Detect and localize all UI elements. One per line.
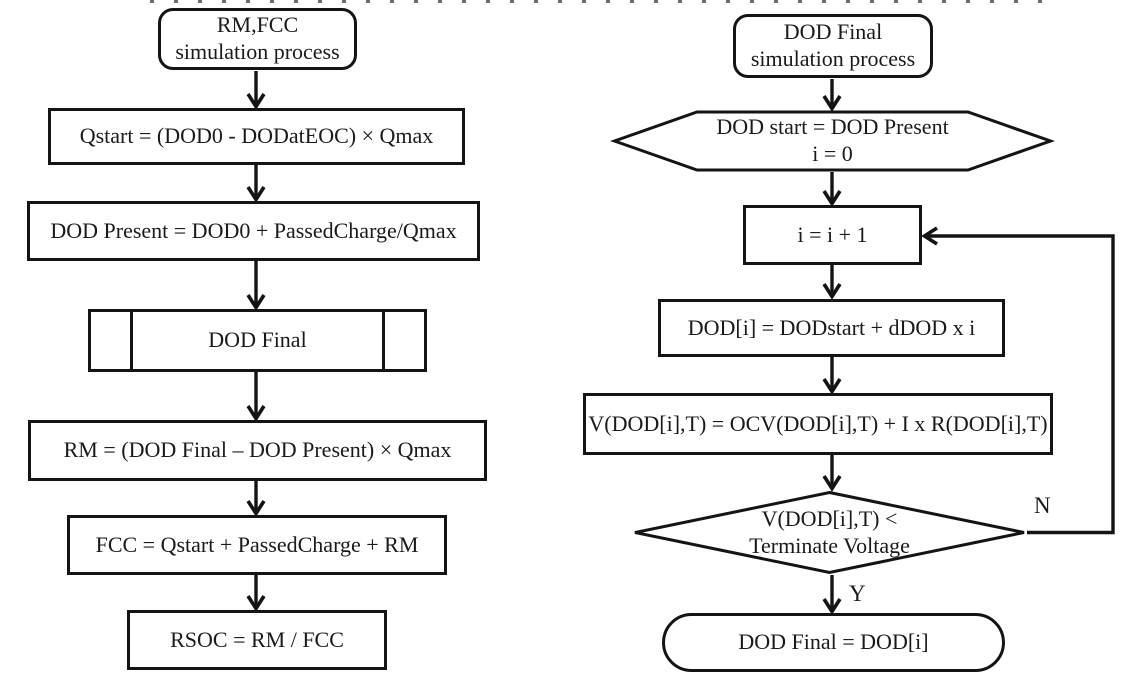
process-fcc-text: FCC = Qstart + PassedCharge + RM bbox=[95, 531, 419, 557]
terminator-rmfcc-line1: RM,FCC bbox=[216, 12, 299, 38]
predefined-dod-final-text: DOD Final bbox=[208, 327, 307, 353]
process-increment-text: i = i + 1 bbox=[797, 221, 868, 247]
hexagon-shape bbox=[609, 110, 1056, 172]
process-voltage-text: V(DOD[i],T) = OCV(DOD[i],T) + I x R(DOD[… bbox=[588, 410, 1048, 436]
preparation-init: DOD start = DOD Present i = 0 bbox=[609, 110, 1056, 172]
process-dod-step: DOD[i] = DODstart + dDOD x i bbox=[658, 299, 1005, 357]
process-qstart-text: Qstart = (DOD0 - DODatEOC) × Qmax bbox=[79, 123, 434, 149]
process-voltage: V(DOD[i],T) = OCV(DOD[i],T) + I x R(DOD[… bbox=[583, 393, 1053, 455]
process-rm: RM = (DOD Final – DOD Present) × Qmax bbox=[28, 420, 487, 481]
clipped-text-remnant bbox=[150, 0, 1055, 3]
process-dod-step-text: DOD[i] = DODstart + dDOD x i bbox=[687, 314, 976, 340]
process-fcc: FCC = Qstart + PassedCharge + RM bbox=[67, 515, 447, 575]
predefined-process-dod-final: DOD Final bbox=[88, 309, 427, 372]
diamond-shape bbox=[634, 490, 1025, 575]
process-dod-present: DOD Present = DOD0 + PassedCharge/Qmax bbox=[27, 201, 480, 261]
process-rsoc: RSOC = RM / FCC bbox=[127, 610, 387, 670]
process-qstart: Qstart = (DOD0 - DODatEOC) × Qmax bbox=[48, 108, 465, 165]
process-rsoc-text: RSOC = RM / FCC bbox=[170, 626, 344, 652]
terminator-rmfcc-line2: simulation process bbox=[175, 39, 340, 64]
decision-terminate-voltage: V(DOD[i],T) < Terminate Voltage bbox=[632, 490, 1027, 575]
terminator-result-text: DOD Final = DOD[i] bbox=[738, 629, 929, 655]
terminator-dod-final-line1: DOD Final bbox=[783, 19, 883, 45]
decision-line2: Terminate Voltage bbox=[749, 532, 910, 558]
branch-label-yes: Y bbox=[849, 581, 866, 606]
process-rm-text: RM = (DOD Final – DOD Present) × Qmax bbox=[63, 437, 452, 463]
preparation-init-line1: DOD start = DOD Present bbox=[716, 114, 949, 140]
terminator-dod-final-result: DOD Final = DOD[i] bbox=[662, 613, 1005, 672]
terminator-dod-final-line2: simulation process bbox=[750, 46, 916, 71]
terminator-dod-final-start: DOD Final simulation process bbox=[733, 14, 933, 78]
process-dod-present-text: DOD Present = DOD0 + PassedCharge/Qmax bbox=[50, 217, 457, 243]
terminator-rmfcc-start: RM,FCC simulation process bbox=[158, 8, 357, 70]
predefined-right-bar bbox=[382, 312, 385, 369]
predefined-left-bar bbox=[130, 312, 133, 369]
decision-line1: V(DOD[i],T) < bbox=[761, 505, 898, 531]
branch-label-no: N bbox=[1034, 493, 1051, 518]
process-increment: i = i + 1 bbox=[743, 205, 922, 265]
preparation-init-line2: i = 0 bbox=[812, 141, 853, 166]
